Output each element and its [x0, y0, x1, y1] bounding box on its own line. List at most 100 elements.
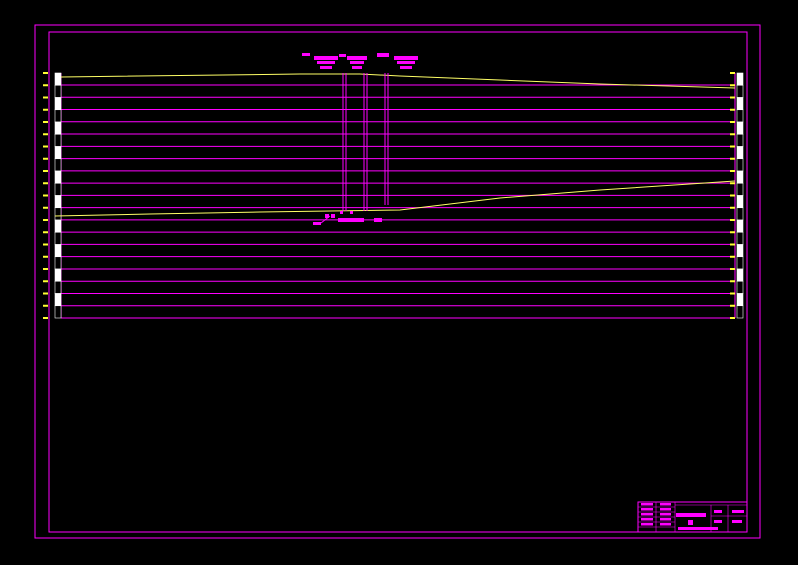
left-scale-segment-4 [54, 109, 62, 123]
right-ticks-tick-13 [730, 219, 735, 221]
borehole-bh-1-subheader [317, 61, 335, 64]
right-ticks-tick-7 [730, 145, 735, 148]
title-block-row-5-value [660, 523, 671, 526]
left-ticks-tick-10 [43, 182, 48, 185]
left-scale-segment-8 [54, 158, 62, 172]
left-ticks-tick-9 [43, 170, 48, 172]
left-ticks-tick-5 [43, 121, 48, 123]
right-ticks-tick-4 [730, 108, 735, 111]
base-tick-1 [340, 211, 343, 214]
right-scale-segment-4 [736, 109, 744, 123]
right-scale-segment-1 [736, 72, 744, 86]
title-block-row-1-label [641, 503, 653, 506]
base-label-right [374, 218, 382, 222]
borehole-bh-1[interactable] [302, 53, 347, 211]
borehole-bh-1-info [320, 66, 332, 69]
right-scale-segment-13 [736, 219, 744, 233]
outer-sheet-border [34, 24, 761, 539]
left-elevation-ticks [43, 72, 48, 319]
left-ticks-tick-6 [43, 133, 48, 136]
left-ticks-tick-13 [43, 219, 48, 221]
left-ticks-tick-11 [43, 194, 48, 197]
left-ticks-tick-21 [43, 317, 48, 319]
title-block-sheet-no [714, 510, 722, 513]
left-ticks-tick-7 [43, 145, 48, 148]
horizontal-grid-lines [60, 73, 736, 319]
left-scale-segment-16 [54, 256, 62, 270]
right-scale-segment-18 [736, 280, 744, 294]
base-tick-2 [350, 211, 353, 214]
title-block-row-4-label [641, 518, 653, 521]
base-marker-2 [331, 214, 335, 218]
right-ticks-tick-5 [730, 121, 735, 123]
right-ticks-tick-6 [730, 133, 735, 136]
base-annotation-left [313, 222, 321, 225]
left-scale-segment-20 [54, 305, 62, 319]
borehole-bh-1-header [314, 56, 338, 60]
title-block-logo [688, 520, 693, 525]
inner-sheet-border [48, 31, 748, 533]
borehole-bh-3[interactable] [377, 53, 418, 205]
right-scale-segment-12 [736, 207, 744, 221]
left-ticks-tick-17 [43, 268, 48, 270]
title-block-row-5-label [641, 523, 653, 526]
borehole-bh-3-header [394, 56, 418, 60]
left-scale-segment-6 [54, 133, 62, 147]
right-scale-segment-14 [736, 231, 744, 245]
left-scale-segment-1 [54, 72, 62, 86]
left-elevation-scale-bar [54, 72, 62, 319]
left-scale-segment-18 [54, 280, 62, 294]
right-ticks-tick-8 [730, 157, 735, 160]
right-ticks-tick-1 [730, 72, 735, 74]
left-scale-segment-19 [54, 293, 62, 307]
left-scale-segment-3 [54, 97, 62, 111]
cross-section [43, 53, 744, 319]
left-ticks-tick-14 [43, 231, 48, 234]
title-block-project [678, 527, 718, 530]
right-scale-segment-3 [736, 97, 744, 111]
right-ticks-tick-11 [730, 194, 735, 197]
borehole-base-annotations [313, 211, 382, 225]
right-scale-segment-6 [736, 133, 744, 147]
left-ticks-tick-1 [43, 72, 48, 74]
right-scale-segment-7 [736, 146, 744, 160]
right-scale-segment-15 [736, 244, 744, 258]
title-block-date [714, 520, 722, 523]
right-ticks-tick-14 [730, 231, 735, 234]
right-scale-segment-17 [736, 268, 744, 282]
right-ticks-tick-20 [730, 304, 735, 307]
right-elevation-ticks [730, 72, 735, 319]
borehole-bh-2-header [347, 56, 367, 60]
left-ticks-tick-16 [43, 255, 48, 258]
left-scale-segment-13 [54, 219, 62, 233]
left-ticks-tick-3 [43, 96, 48, 99]
right-scale-segment-11 [736, 195, 744, 209]
left-scale-segment-2 [54, 84, 62, 98]
left-ticks-tick-19 [43, 292, 48, 295]
left-scale-segment-12 [54, 207, 62, 221]
right-scale-segment-5 [736, 121, 744, 135]
right-ticks-tick-18 [730, 280, 735, 283]
base-label-center [338, 218, 364, 222]
ground-surface-profile [60, 73, 736, 89]
right-scale-segment-16 [736, 256, 744, 270]
borehole-bh-3-subheader [397, 61, 415, 64]
title-block-main-title [676, 513, 706, 517]
title-block-rev [732, 520, 742, 523]
right-ticks-tick-19 [730, 292, 735, 295]
borehole-bh-2[interactable] [339, 54, 368, 211]
borehole-bh-1-label [302, 53, 310, 56]
borehole-bh-2-label [339, 54, 346, 57]
title-block-row-4-value [660, 518, 671, 521]
left-scale-segment-14 [54, 231, 62, 245]
title-block-row-1-value [660, 503, 671, 506]
left-ticks-tick-18 [43, 280, 48, 283]
right-scale-segment-10 [736, 182, 744, 196]
left-ticks-tick-2 [43, 84, 48, 87]
borehole-bh-2-subheader [350, 61, 364, 64]
left-scale-segment-10 [54, 182, 62, 196]
borehole-bh-2-info [352, 66, 362, 69]
left-ticks-tick-4 [43, 108, 48, 111]
title-block-row-2-value [660, 508, 671, 511]
